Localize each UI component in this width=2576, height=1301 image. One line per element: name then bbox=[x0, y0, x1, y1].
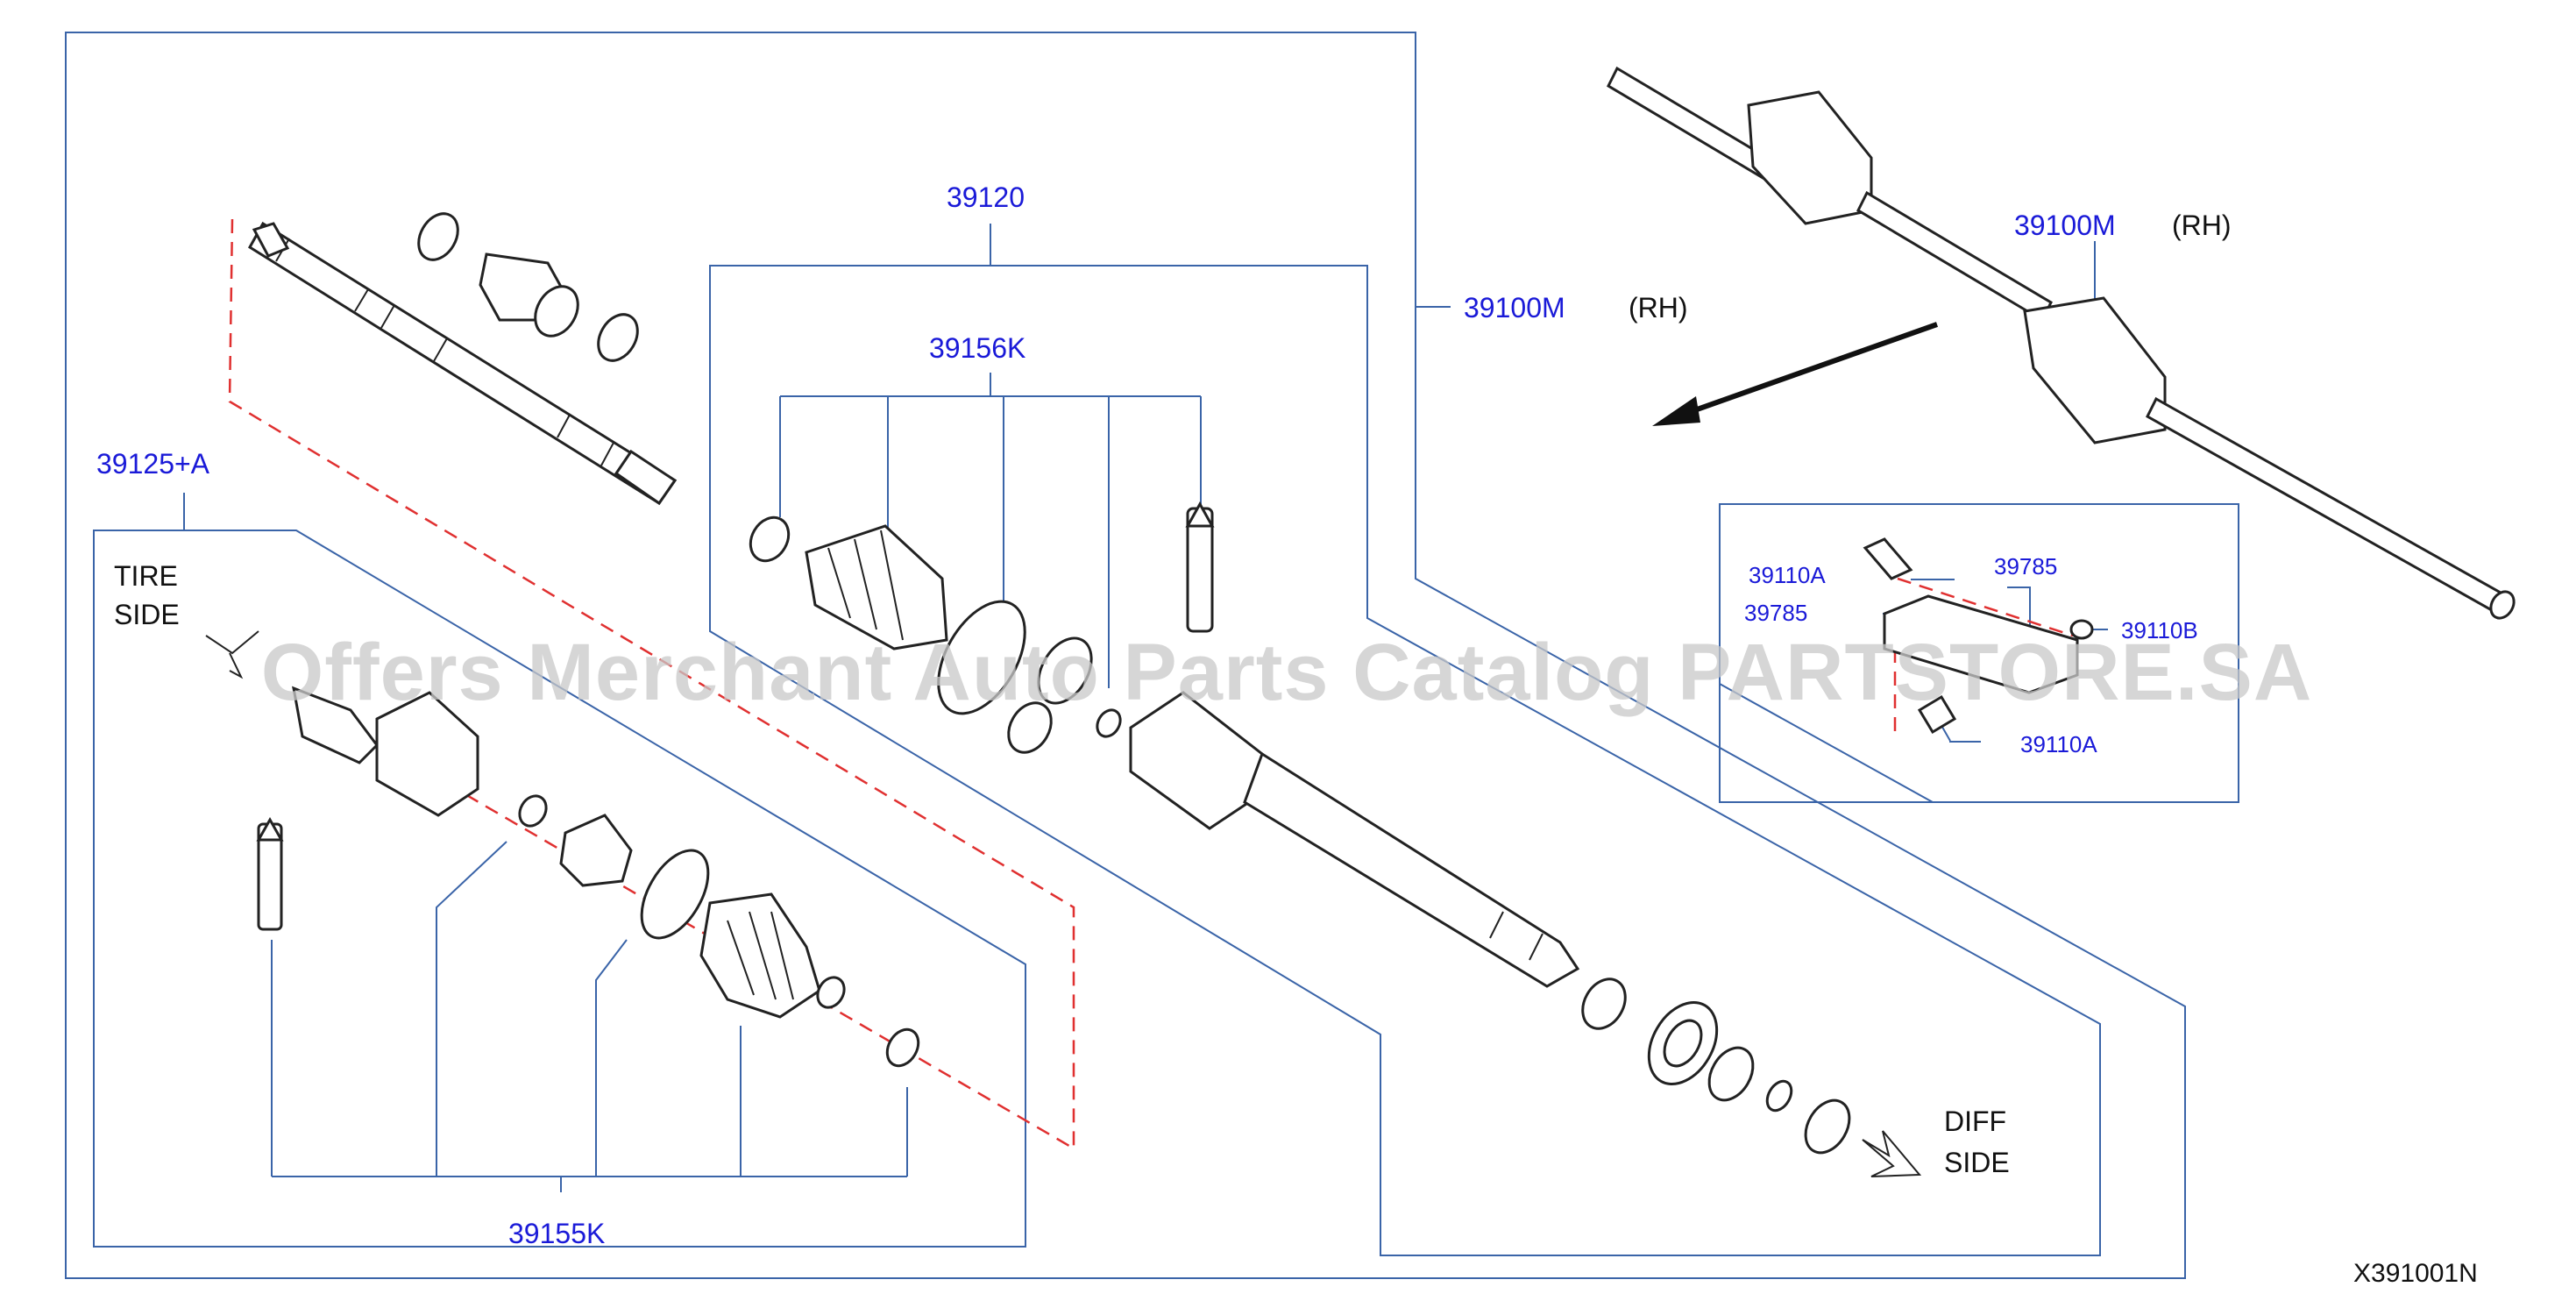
label-39110b: 39110B bbox=[2121, 617, 2198, 643]
label-39100m: 39100M bbox=[1464, 292, 1565, 323]
label-diff-side-1: DIFF bbox=[1944, 1105, 2006, 1137]
leader-39155k bbox=[271, 841, 908, 1192]
label-39100m-side: (RH) bbox=[1629, 292, 1688, 323]
label-39100m-inset: 39100M bbox=[2014, 210, 2116, 241]
label-39125a: 39125+A bbox=[96, 448, 210, 480]
label-39110a-bottom: 39110A bbox=[2020, 731, 2097, 757]
label-39120: 39120 bbox=[947, 181, 1025, 213]
rh-assembly-illustration bbox=[1607, 66, 2516, 620]
label-39100m-inset-side: (RH) bbox=[2172, 210, 2232, 241]
direction-arrow bbox=[1668, 322, 1939, 422]
bracket-inset-frame bbox=[1719, 503, 2239, 803]
label-39785-left: 39785 bbox=[1744, 600, 1807, 626]
leader-39156k bbox=[779, 373, 1202, 688]
outer-joint-frame bbox=[93, 530, 1026, 1248]
inner-joint-frame bbox=[709, 265, 2101, 1256]
inner-boot-parts bbox=[749, 501, 1215, 754]
label-tire-side-1: TIRE bbox=[114, 560, 178, 592]
shaft-centerline bbox=[228, 218, 1075, 1151]
axle-shaft bbox=[247, 221, 678, 506]
diff-side-arrow-icon bbox=[1862, 1130, 1922, 1177]
damper-parts bbox=[417, 212, 639, 362]
watermark: Offers Merchant Auto Parts Catalog PARTS… bbox=[261, 628, 2313, 717]
bracket-centerline bbox=[1893, 577, 2074, 732]
label-39785-right: 39785 bbox=[1994, 553, 2057, 579]
label-tire-side-2: SIDE bbox=[114, 599, 180, 630]
outer-joint-parts bbox=[256, 686, 920, 1068]
bracket-parts bbox=[1863, 537, 2094, 735]
label-39155k: 39155K bbox=[508, 1218, 605, 1249]
assembly-frame bbox=[65, 32, 2186, 1279]
label-39110a-top: 39110A bbox=[1749, 562, 1826, 588]
label-39156k: 39156K bbox=[929, 332, 1025, 364]
direction-arrow-head bbox=[1652, 396, 1700, 426]
diagram-code: X391001N bbox=[2353, 1259, 2478, 1288]
inner-joint-housing bbox=[1129, 691, 1851, 1155]
label-diff-side-2: SIDE bbox=[1944, 1147, 2010, 1178]
bracket-inset-cut bbox=[1719, 683, 1934, 803]
tire-side-arrow-icon bbox=[205, 630, 259, 679]
